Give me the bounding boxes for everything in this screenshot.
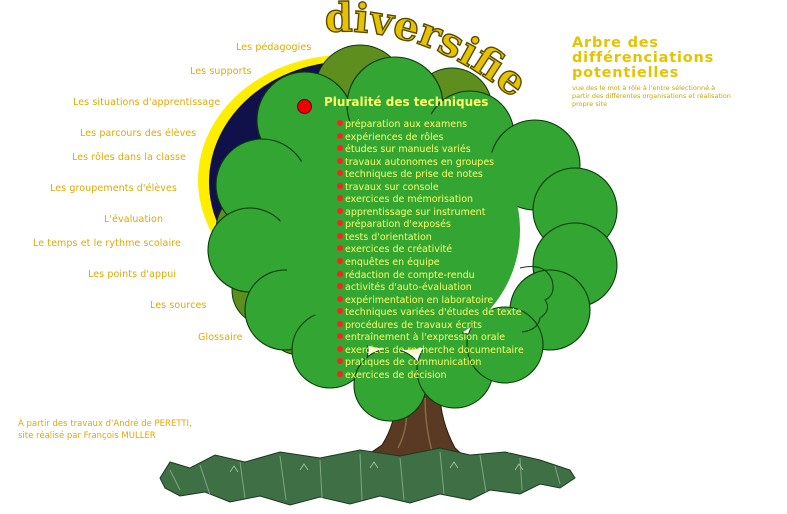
technique-item[interactable]: enquêtes en équipe	[337, 257, 524, 270]
technique-item[interactable]: techniques variées d'études de texte	[337, 307, 524, 320]
nav-link-8[interactable]: Le temps et le rythme scolaire	[33, 238, 181, 249]
bullet-icon	[337, 195, 343, 202]
technique-label: apprentissage sur instrument	[345, 206, 486, 218]
nav-link-4[interactable]: Les parcours des élèves	[80, 128, 197, 139]
technique-label: pratiques de communication	[345, 357, 482, 369]
technique-label: expériences de rôles	[345, 131, 444, 143]
nav-link-2[interactable]: Les supports	[190, 66, 252, 77]
bullet-icon	[337, 308, 343, 315]
page-title: Arbre des différenciations potentielles	[572, 35, 715, 81]
bullet-icon	[337, 120, 343, 126]
technique-label: travaux autonomes en groupes	[345, 156, 495, 168]
technique-label: techniques de prise de notes	[345, 169, 483, 181]
technique-item[interactable]: exercices de créativité	[337, 244, 524, 257]
nav-link-9[interactable]: Les points d'appui	[88, 269, 177, 280]
technique-item[interactable]: expériences de rôles	[337, 132, 524, 145]
bullet-icon	[337, 283, 343, 290]
nav-link-5[interactable]: Les rôles dans la classe	[72, 152, 187, 163]
technique-item[interactable]: exercices de recherche documentaire	[337, 345, 524, 358]
technique-label: exercices de recherche documentaire	[345, 344, 524, 356]
technique-label: préparation aux examens	[345, 119, 468, 130]
nav-link-1[interactable]: Les pédagogies	[236, 42, 312, 53]
technique-item[interactable]: procédures de travaux écrits	[337, 320, 524, 333]
front-foliage	[207, 56, 618, 422]
technique-item[interactable]: travaux autonomes en groupes	[337, 157, 524, 170]
nav-link-6[interactable]: Les groupements d'élèves	[50, 183, 177, 194]
page-description: vue des le mot à rôle à l'entre sélectio…	[572, 84, 731, 108]
technique-item[interactable]: préparation aux examens	[337, 119, 524, 132]
bullet-icon	[337, 295, 343, 302]
technique-label: enquêtes en équipe	[345, 257, 440, 269]
technique-label: études sur manuels variés	[345, 144, 471, 156]
bullet-icon	[337, 220, 343, 227]
grass	[159, 445, 576, 506]
technique-label: tests d'orientation	[345, 231, 432, 243]
bullet-icon	[337, 258, 343, 265]
bullet-icon	[337, 170, 343, 177]
technique-item[interactable]: exercices de mémorisation	[337, 194, 524, 207]
bullet-icon	[337, 370, 343, 377]
technique-label: exercices de créativité	[345, 244, 453, 256]
credits: À partir des travaux d'André de PERETTI,…	[18, 418, 192, 442]
technique-item[interactable]: techniques de prise de notes	[337, 169, 524, 182]
technique-item[interactable]: tests d'orientation	[337, 232, 524, 245]
technique-item[interactable]: apprentissage sur instrument	[337, 207, 524, 220]
nav-link-7[interactable]: L'évaluation	[104, 214, 164, 225]
bullet-icon	[337, 232, 343, 239]
section-title: Pluralité des techniques	[324, 95, 489, 109]
bullet-icon	[337, 132, 343, 139]
bullet-icon	[337, 358, 343, 365]
technique-item[interactable]: études sur manuels variés	[337, 144, 524, 157]
technique-label: entraînement à l'expression orale	[345, 332, 506, 344]
technique-item[interactable]: pratiques de communication	[337, 357, 524, 370]
technique-label: exercices de décision	[345, 369, 447, 381]
technique-label: expérimentation en laboratoire	[345, 294, 494, 306]
technique-item[interactable]: expérimentation en laboratoire	[337, 295, 524, 308]
technique-item[interactable]: entraînement à l'expression orale	[337, 332, 524, 345]
section-marker-icon	[297, 99, 312, 114]
bullet-icon	[337, 182, 343, 189]
nav-link-11[interactable]: Glossaire	[198, 332, 243, 343]
technique-label: préparation d'exposés	[345, 219, 451, 231]
credits-line-1: À partir des travaux d'André de PERETTI,	[18, 419, 192, 429]
credits-line-2: site réalisé par François MULLER	[18, 431, 156, 441]
technique-item[interactable]: activités d'auto-évaluation	[337, 282, 524, 295]
bullet-icon	[337, 207, 343, 214]
technique-label: travaux sur console	[345, 181, 439, 193]
technique-item[interactable]: préparation d'exposés	[337, 219, 524, 232]
technique-item[interactable]: exercices de décision	[337, 370, 524, 383]
bullet-icon	[337, 270, 343, 277]
bullet-icon	[337, 345, 343, 352]
technique-label: procédures de travaux écrits	[345, 319, 482, 331]
technique-label: techniques variées d'études de texte	[345, 307, 522, 319]
bullet-icon	[337, 157, 343, 164]
nav-link-3[interactable]: Les situations d'apprentissage	[73, 97, 221, 108]
nav-link-10[interactable]: Les sources	[150, 300, 207, 311]
bullet-icon	[337, 245, 343, 252]
technique-label: rédaction de compte-rendu	[345, 269, 475, 281]
bullet-icon	[337, 333, 343, 340]
technique-item[interactable]: travaux sur console	[337, 182, 524, 195]
title-block: Arbre des différenciations potentielles …	[572, 35, 772, 109]
technique-item[interactable]: rédaction de compte-rendu	[337, 270, 524, 283]
bullet-icon	[337, 320, 343, 327]
technique-label: activités d'auto-évaluation	[345, 282, 472, 294]
technique-label: exercices de mémorisation	[345, 194, 474, 206]
face-sketch	[519, 266, 554, 333]
bullet-icon	[337, 145, 343, 152]
